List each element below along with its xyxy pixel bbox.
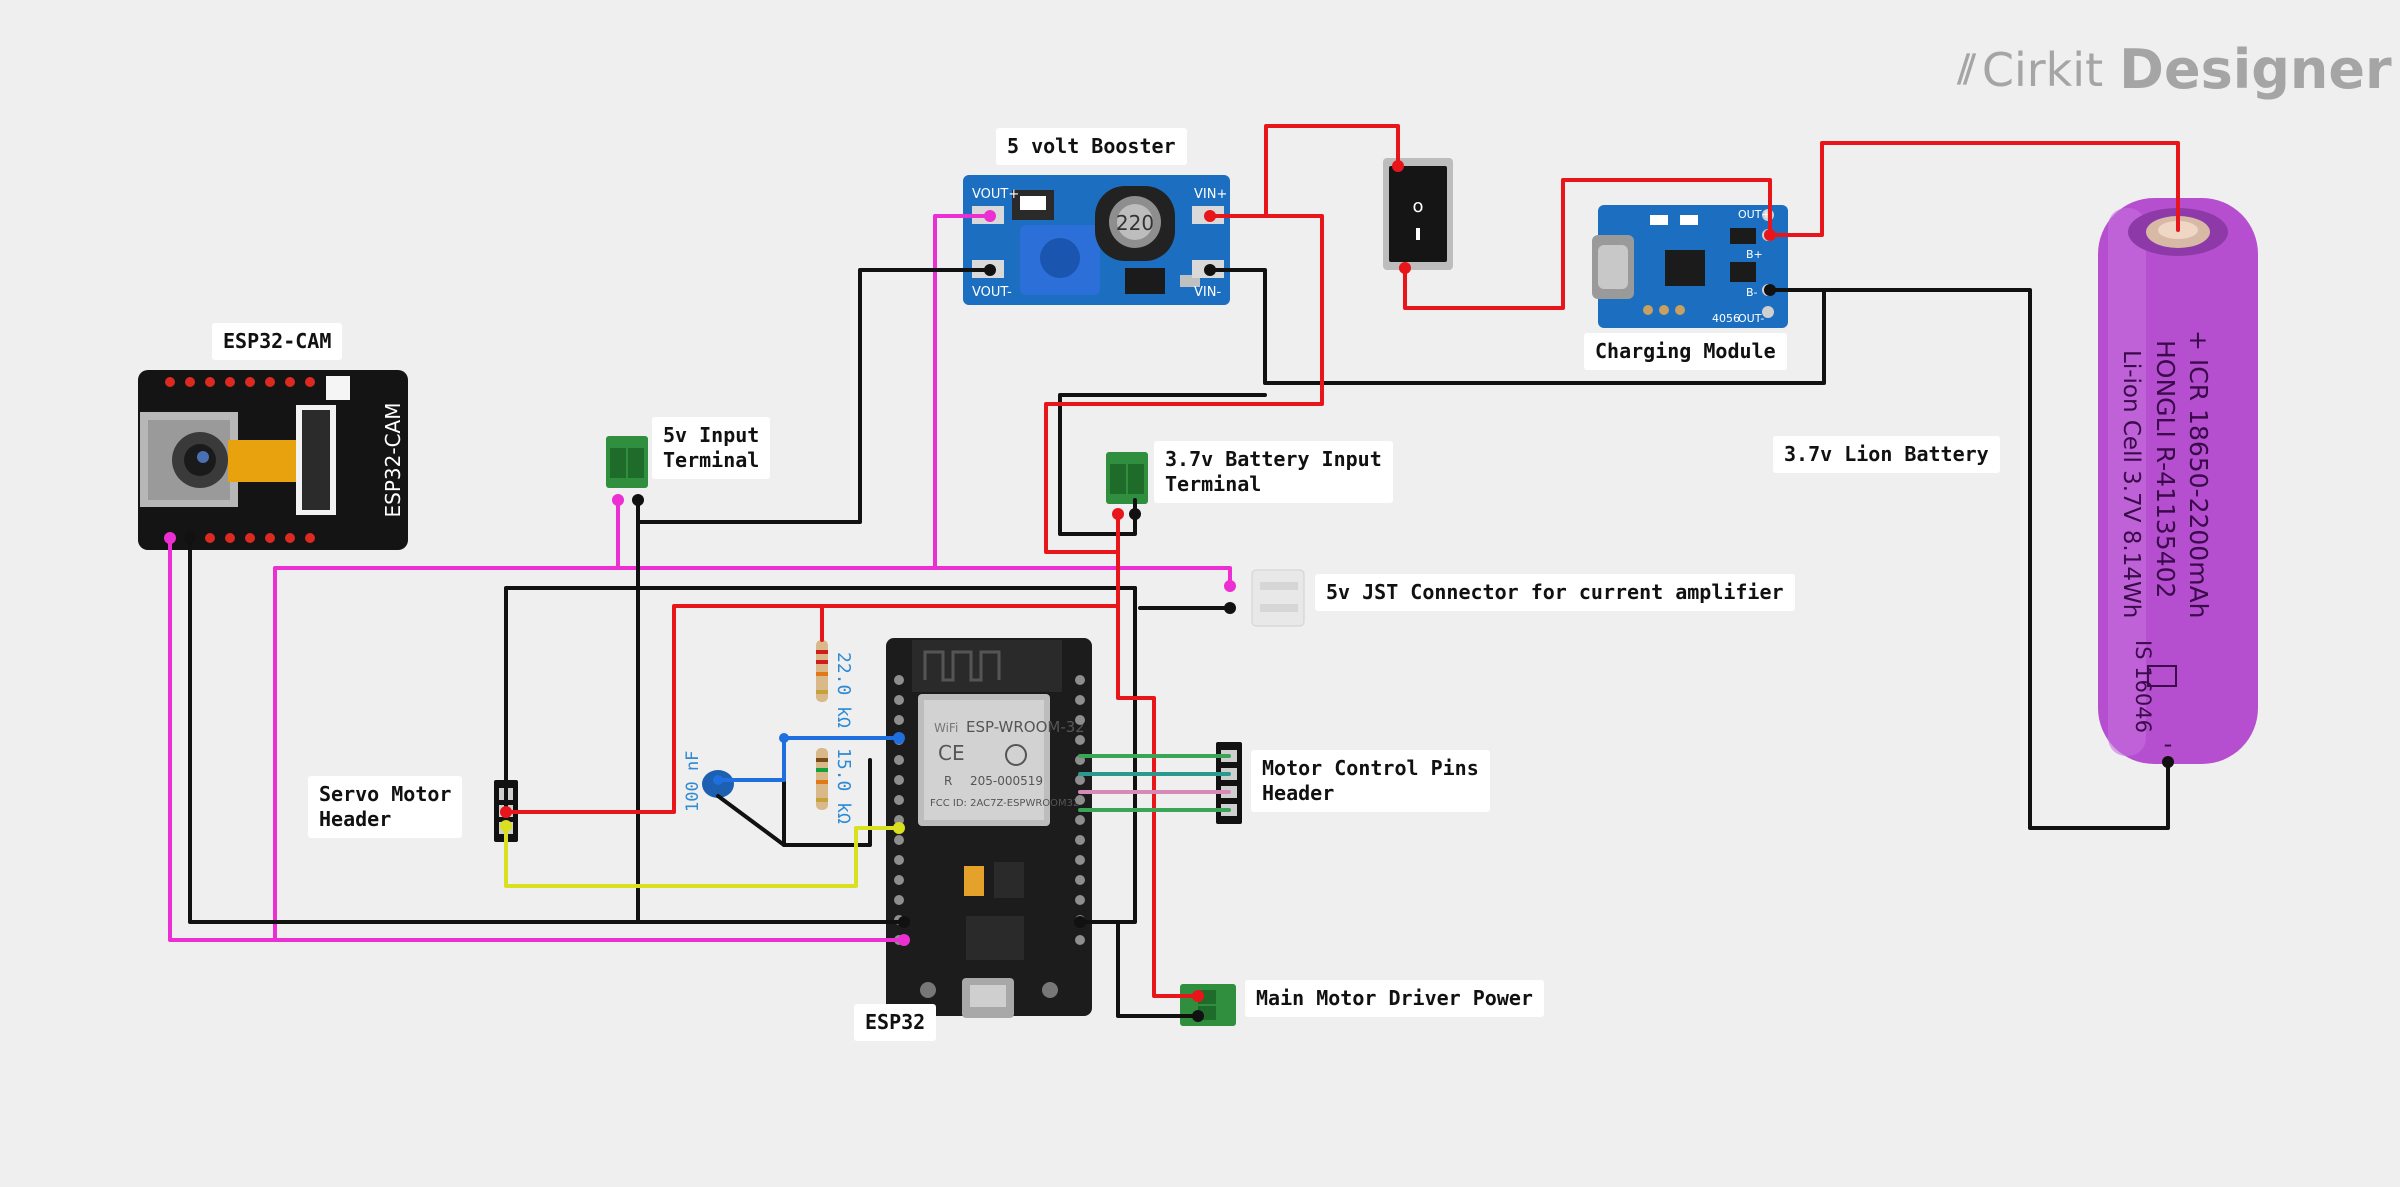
wire-red-battery-pos bbox=[1768, 141, 2180, 237]
wire-red-switch-out bbox=[1403, 178, 1772, 310]
charger-out-neg: OUT- bbox=[1738, 312, 1764, 325]
label-main-motor-power: Main Motor Driver Power bbox=[1245, 980, 1544, 1017]
svg-text:o: o bbox=[1412, 196, 1423, 217]
charger-chip-label: 4056 bbox=[1712, 312, 1740, 325]
wire-black-cap bbox=[716, 758, 872, 847]
wire-red-switch-in bbox=[1206, 124, 1400, 218]
wire-red-main-power bbox=[1116, 604, 1200, 998]
label-lion-battery: 3.7v Lion Battery bbox=[1773, 436, 2000, 473]
resistor-22k[interactable]: 22.0 kΩ bbox=[816, 640, 854, 728]
battery-print-minus: - bbox=[2164, 730, 2173, 758]
wire-red-servo bbox=[504, 512, 1120, 814]
brand-name-bold: Designer bbox=[2119, 38, 2392, 101]
charging-module-board[interactable]: OUT+ B+ B- OUT- 4056 bbox=[1592, 205, 1788, 328]
charger-b-pos: B+ bbox=[1746, 248, 1763, 261]
esp32-board[interactable]: ESP-WROOM-32 WiFi CE R 205-000519 FCC ID… bbox=[886, 638, 1092, 1018]
charger-b-neg: B- bbox=[1746, 286, 1758, 299]
label-servo-header: Servo Motor Header bbox=[308, 776, 463, 838]
resistor-15k-value: 15.0 kΩ bbox=[833, 748, 854, 824]
esp32-module-label: ESP-WROOM-32 bbox=[966, 718, 1085, 736]
label-input-5v: 5v Input Terminal bbox=[652, 417, 771, 479]
esp32-ce-mark: CE bbox=[938, 741, 965, 765]
booster-vout-neg: VOUT- bbox=[972, 285, 1012, 300]
wire-black-main-power bbox=[1078, 920, 1200, 1018]
esp32-fcc: FCC ID: 2AC7Z-ESPWROOM32 bbox=[930, 798, 1079, 809]
lion-battery[interactable]: + ICR 18650-2200mAh HONGLI R-41135402 Li… bbox=[2098, 198, 2258, 764]
battery-print-line3: Li-ion Cell 3.7V 8.14Wh bbox=[2118, 350, 2144, 618]
label-esp32-cam: ESP32-CAM bbox=[212, 323, 343, 360]
wire-endpoints bbox=[164, 160, 2174, 1022]
label-charging-module: Charging Module bbox=[1584, 333, 1787, 370]
brand-name-light: Cirkit bbox=[1981, 42, 2104, 97]
wire-magenta-jst bbox=[616, 498, 1232, 588]
resistor-22k-value: 22.0 kΩ bbox=[833, 652, 854, 728]
wire-black-servo-gnd bbox=[504, 586, 1137, 842]
wire-black-batt-term bbox=[1058, 393, 1267, 536]
jst-connector[interactable] bbox=[1251, 569, 1305, 627]
battery-input-terminal[interactable] bbox=[1106, 452, 1148, 504]
wire-blue-adc bbox=[716, 736, 901, 782]
wire-black-battery-neg bbox=[1768, 288, 2170, 830]
wire-magenta-cam bbox=[168, 536, 906, 942]
wire-black-cam-gnd bbox=[188, 536, 906, 924]
label-battery-input: 3.7v Battery Input Terminal bbox=[1154, 441, 1393, 503]
battery-print-line1: + ICR 18650-2200mAh bbox=[2184, 330, 2213, 619]
capacitor-value: 100 nF bbox=[683, 751, 703, 812]
booster-vin-neg: VIN- bbox=[1194, 285, 1221, 300]
label-jst-connector: 5v JST Connector for current amplifier bbox=[1315, 574, 1795, 611]
cirkit-brand: ⫽ Cirkit Designer bbox=[1958, 38, 2392, 101]
cirkit-logo-icon: ⫽ bbox=[1958, 46, 1976, 93]
booster-board[interactable]: 220 VOUT+ VOUT- VIN+ VIN- bbox=[963, 175, 1230, 305]
label-motor-control: Motor Control Pins Header bbox=[1251, 750, 1490, 812]
input-5v-terminal[interactable] bbox=[606, 436, 648, 488]
rocker-switch[interactable]: o bbox=[1383, 158, 1453, 270]
label-booster: 5 volt Booster bbox=[996, 128, 1187, 165]
esp32-rcode: 205-000519 bbox=[970, 774, 1043, 788]
booster-vin-pos: VIN+ bbox=[1194, 187, 1227, 202]
booster-vout-pos: VOUT+ bbox=[972, 187, 1019, 202]
booster-inductor-value: 220 bbox=[1116, 211, 1154, 235]
wire-black-divider bbox=[782, 743, 812, 847]
esp32-cam-board[interactable]: ESP32-CAM bbox=[138, 370, 408, 550]
battery-print-line2: HONGLI R-41135402 bbox=[2151, 340, 2180, 598]
wires bbox=[168, 124, 2180, 1018]
wire-black-booster-vout bbox=[636, 268, 992, 524]
charger-out-pos: OUT+ bbox=[1738, 208, 1771, 221]
esp32-r-mark: R bbox=[944, 774, 952, 788]
esp32cam-silk-text: ESP32-CAM bbox=[381, 403, 405, 518]
wire-yellow-servo bbox=[504, 824, 901, 888]
esp32-wifi-mark: WiFi bbox=[934, 721, 958, 735]
main-motor-power-terminal[interactable] bbox=[1180, 984, 1236, 1026]
wire-red-divider bbox=[820, 604, 1120, 642]
resistor-15k[interactable]: 15.0 kΩ bbox=[816, 748, 854, 824]
label-esp32: ESP32 bbox=[854, 1004, 937, 1041]
